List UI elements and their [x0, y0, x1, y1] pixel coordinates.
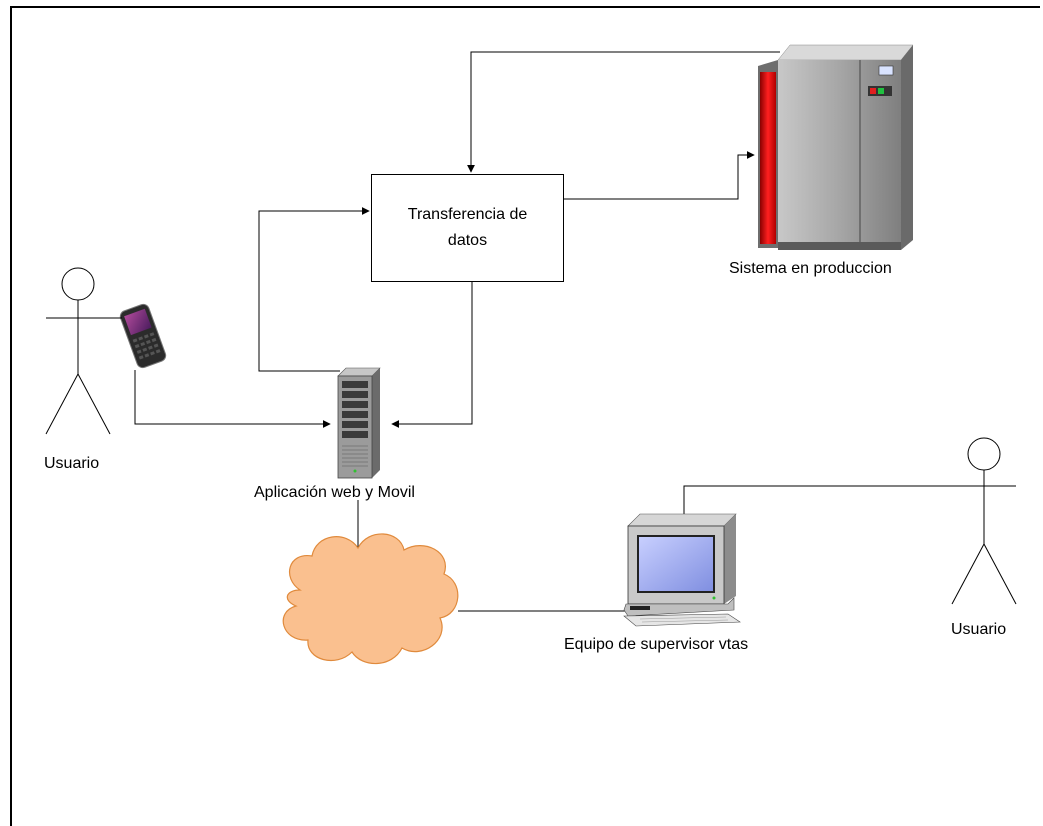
process-label: Transferencia de datos	[393, 202, 543, 254]
user-right-label: Usuario	[951, 621, 1007, 638]
connector-user-to-pc	[680, 485, 1015, 523]
process-label-line1: Transferencia de	[407, 206, 528, 223]
app-server-label: Aplicación web y Movil	[254, 484, 415, 501]
process-label-line2: datos	[447, 232, 488, 249]
internet-cloud-icon	[282, 533, 459, 665]
user-left-label: Usuario	[44, 455, 100, 472]
production-system-label: Sistema en produccion	[729, 260, 892, 277]
connector-mainframe-to-transfer	[467, 51, 780, 173]
mainframe-icon	[758, 44, 914, 250]
user-right-actor-icon	[951, 437, 1017, 605]
data-transfer-process-box: Transferencia de datos	[371, 174, 564, 282]
user-left-actor-icon	[45, 267, 122, 435]
smartphone-icon	[119, 303, 167, 369]
connector-transfer-to-server	[391, 282, 473, 428]
supervisor-pc-label: Equipo de supervisor vtas	[564, 636, 749, 653]
server-icon	[337, 367, 381, 479]
diagram-frame	[10, 6, 1040, 826]
supervisor-computer-icon	[623, 513, 741, 627]
connector-transfer-to-mainframe	[564, 151, 755, 200]
connector-server-to-transfer	[258, 207, 370, 372]
connector-phone-to-server	[134, 370, 331, 428]
